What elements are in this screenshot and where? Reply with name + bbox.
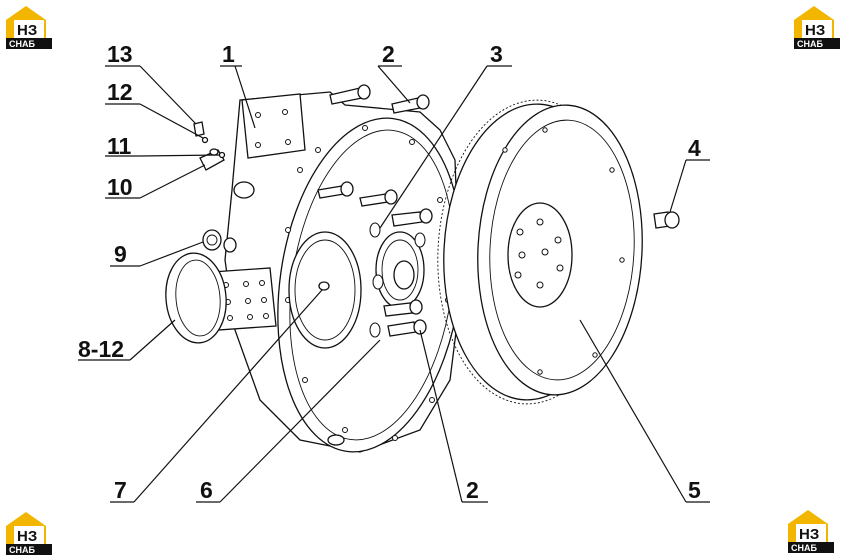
logo-top-text: НЗ (799, 526, 819, 543)
logo-top-text: НЗ (805, 22, 825, 39)
logo-bottom-text: СНАБ (9, 545, 35, 555)
callout-8-12: 8-12 (78, 336, 124, 362)
logo-top-text: НЗ (17, 528, 37, 545)
logo-top-left: НЗ СНАБ (6, 6, 52, 49)
callout-13: 13 (107, 41, 133, 67)
logo-top-right: НЗ СНАБ (794, 6, 840, 49)
logo-bottom-text: СНАБ (9, 39, 35, 49)
flywheel (437, 99, 643, 405)
callout-2-bottom: 2 (466, 477, 479, 503)
callout-4: 4 (688, 135, 701, 161)
callout-2-top: 2 (382, 41, 395, 67)
callout-3: 3 (490, 41, 503, 67)
bolt-group-top (317, 84, 430, 207)
logo-bottom-left: НЗ СНАБ (6, 512, 52, 555)
logo-bottom-text: СНАБ (791, 543, 817, 553)
logo-top-text: НЗ (17, 22, 37, 39)
leader-lines (78, 65, 710, 503)
callout-5: 5 (688, 477, 701, 503)
flywheel-bolt (653, 211, 680, 229)
callout-10: 10 (107, 174, 133, 200)
callout-7: 7 (114, 477, 127, 503)
callout-1: 1 (222, 41, 235, 67)
bolt-group-bottom (383, 208, 433, 337)
logo-bottom-text: СНАБ (797, 39, 823, 49)
callout-6: 6 (200, 477, 213, 503)
callout-11: 11 (107, 133, 132, 159)
logo-bottom-right: НЗ СНАБ (788, 510, 834, 553)
callout-9: 9 (114, 241, 127, 267)
callout-12: 12 (107, 79, 133, 105)
callout-labels: 13 12 11 10 9 8-12 1 2 3 4 7 6 2 5 (78, 41, 701, 503)
flywheel-housing (211, 91, 463, 453)
